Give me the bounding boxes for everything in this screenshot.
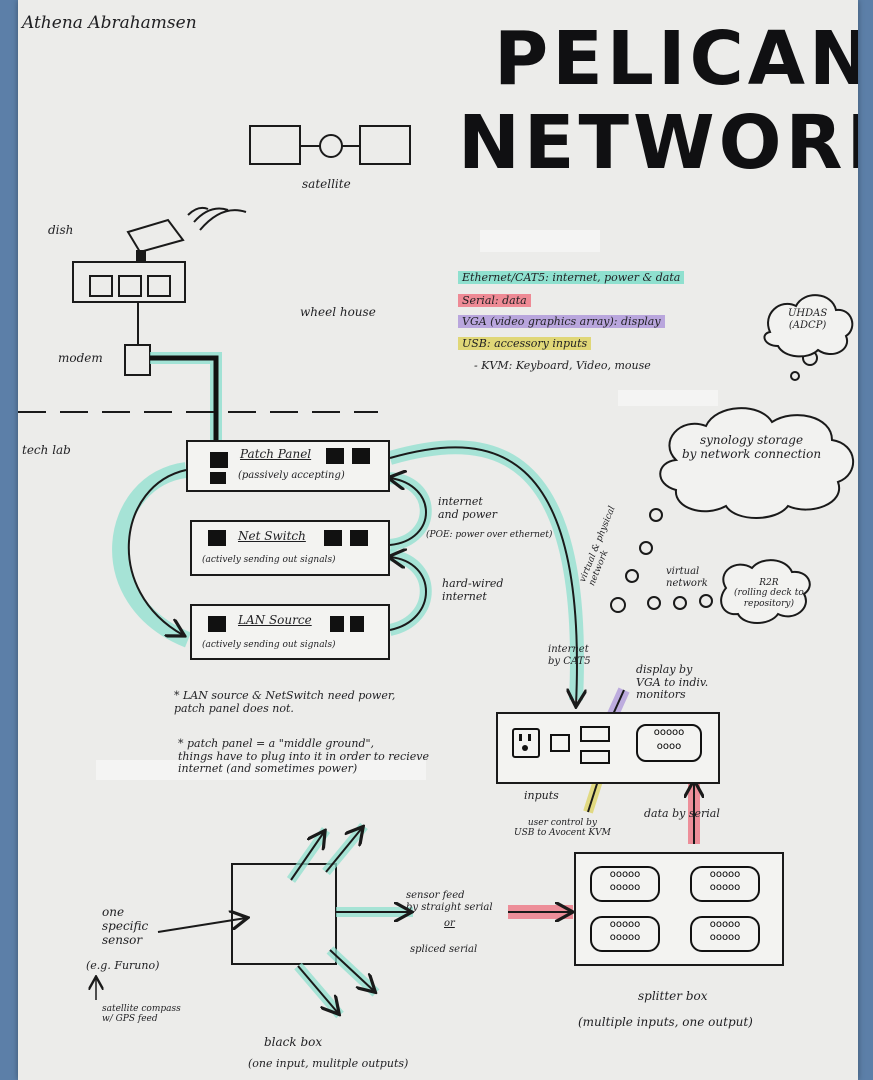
label-sensor-feed: sensor feed by straight serial xyxy=(406,890,493,913)
legend-item-vga: VGA (video graphics array): display xyxy=(458,315,665,329)
net-switch-title: Net Switch xyxy=(238,529,306,543)
port-icon xyxy=(326,448,344,464)
ethernet-port-icon xyxy=(550,734,570,752)
cloud-uhdas-text: UHDAS (ADCP) xyxy=(788,308,828,331)
cloud-uhdas xyxy=(763,294,854,358)
patch-panel: Patch Panel (passively accepting) xyxy=(186,440,390,492)
lan-source-title: LAN Source xyxy=(238,613,312,627)
port-icon xyxy=(324,530,342,546)
label-display-by-vga: display by VGA to indiv. monitors xyxy=(636,663,709,702)
label-or: or xyxy=(444,918,455,929)
satellite-icon xyxy=(249,125,411,165)
tape-strip xyxy=(480,230,600,252)
net-switch-subtitle: (actively sending out signals) xyxy=(202,555,336,565)
label-spliced-serial: spliced serial xyxy=(410,944,478,955)
port-icon xyxy=(210,472,226,484)
label-virtual-network: virtual network xyxy=(666,566,708,589)
label-user-control: user control by USB to Avocent KVM xyxy=(514,818,611,839)
label-one-sensor: one specific sensor xyxy=(102,905,149,947)
lan-source-subtitle: (actively sending out signals) xyxy=(202,640,336,650)
port-icon xyxy=(208,616,226,632)
legend-item-ethernet: Ethernet/CAT5: internet, power & data xyxy=(458,271,685,285)
label-satellite-compass: satellite compass w/ GPS feed xyxy=(102,1004,181,1025)
label-tech-lab: tech lab xyxy=(22,443,71,457)
label-satellite: satellite xyxy=(302,177,351,191)
dish-icon xyxy=(72,218,186,303)
poster-title-line2: NETWORK xyxy=(458,100,858,186)
label-splitter-sub: (multiple inputs, one output) xyxy=(578,1015,753,1029)
label-splitter-box: splitter box xyxy=(638,989,708,1003)
label-example: (e.g. Furuno) xyxy=(86,959,160,972)
label-dish: dish xyxy=(48,223,74,237)
label-black-box: black box xyxy=(264,1035,323,1049)
poster: Athena Abrahamsen PELICAN NETWORK Ethern… xyxy=(18,0,858,1080)
net-switch: Net Switch (actively sending out signals… xyxy=(190,520,390,576)
signal-waves-icon xyxy=(187,206,247,231)
power-outlet-icon xyxy=(512,728,540,758)
poster-title-line1: PELICAN xyxy=(494,16,858,102)
label-internet-and-power: internet and power xyxy=(438,495,498,521)
label-inputs: inputs xyxy=(524,789,559,802)
patch-panel-subtitle: (passively accepting) xyxy=(238,470,345,481)
label-hard-wired: hard-wired internet xyxy=(442,577,504,603)
black-box-shape xyxy=(231,863,337,965)
patch-panel-title: Patch Panel xyxy=(240,447,312,461)
usb-port-icon xyxy=(580,750,610,764)
lan-source: LAN Source (actively sending out signals… xyxy=(190,604,390,660)
vga-port-icon xyxy=(580,726,610,742)
label-wheelhouse: wheel house xyxy=(300,305,376,319)
cloud-synology-text: synology storage by network connection xyxy=(682,433,822,461)
port-icon xyxy=(350,530,368,546)
label-data-by-serial: data by serial xyxy=(644,807,720,820)
port-icon xyxy=(352,448,370,464)
legend-item-kvm: - KVM: Keyboard, Video, mouse xyxy=(474,359,651,372)
cloud-synology xyxy=(659,407,855,519)
note-patch-panel: * patch panel = a "middle ground", thing… xyxy=(178,737,429,776)
port-icon xyxy=(208,530,226,546)
label-black-box-sub: (one input, mulitple outputs) xyxy=(248,1057,409,1070)
modem-icon xyxy=(124,344,151,376)
legend-item-usb: USB: accessory inputs xyxy=(458,337,592,351)
label-modem: modem xyxy=(58,351,103,365)
tape-strip xyxy=(618,390,718,406)
port-icon xyxy=(350,616,364,632)
cloud-r2r xyxy=(720,559,811,624)
diagram-connectors xyxy=(18,125,855,1019)
legend-item-serial: Serial: data xyxy=(458,294,531,308)
author-signature: Athena Abrahamsen xyxy=(22,13,197,33)
note-power: * LAN source & NetSwitch need power, pat… xyxy=(174,689,396,715)
label-internet-by-cat5: internet by CAT5 xyxy=(548,644,591,667)
cloud-r2r-text: R2R (rolling deck to repository) xyxy=(734,578,804,609)
tape-strip xyxy=(96,760,426,780)
label-poe: (POE: power over ethernet) xyxy=(426,530,553,540)
port-icon xyxy=(210,452,228,468)
port-icon xyxy=(330,616,344,632)
